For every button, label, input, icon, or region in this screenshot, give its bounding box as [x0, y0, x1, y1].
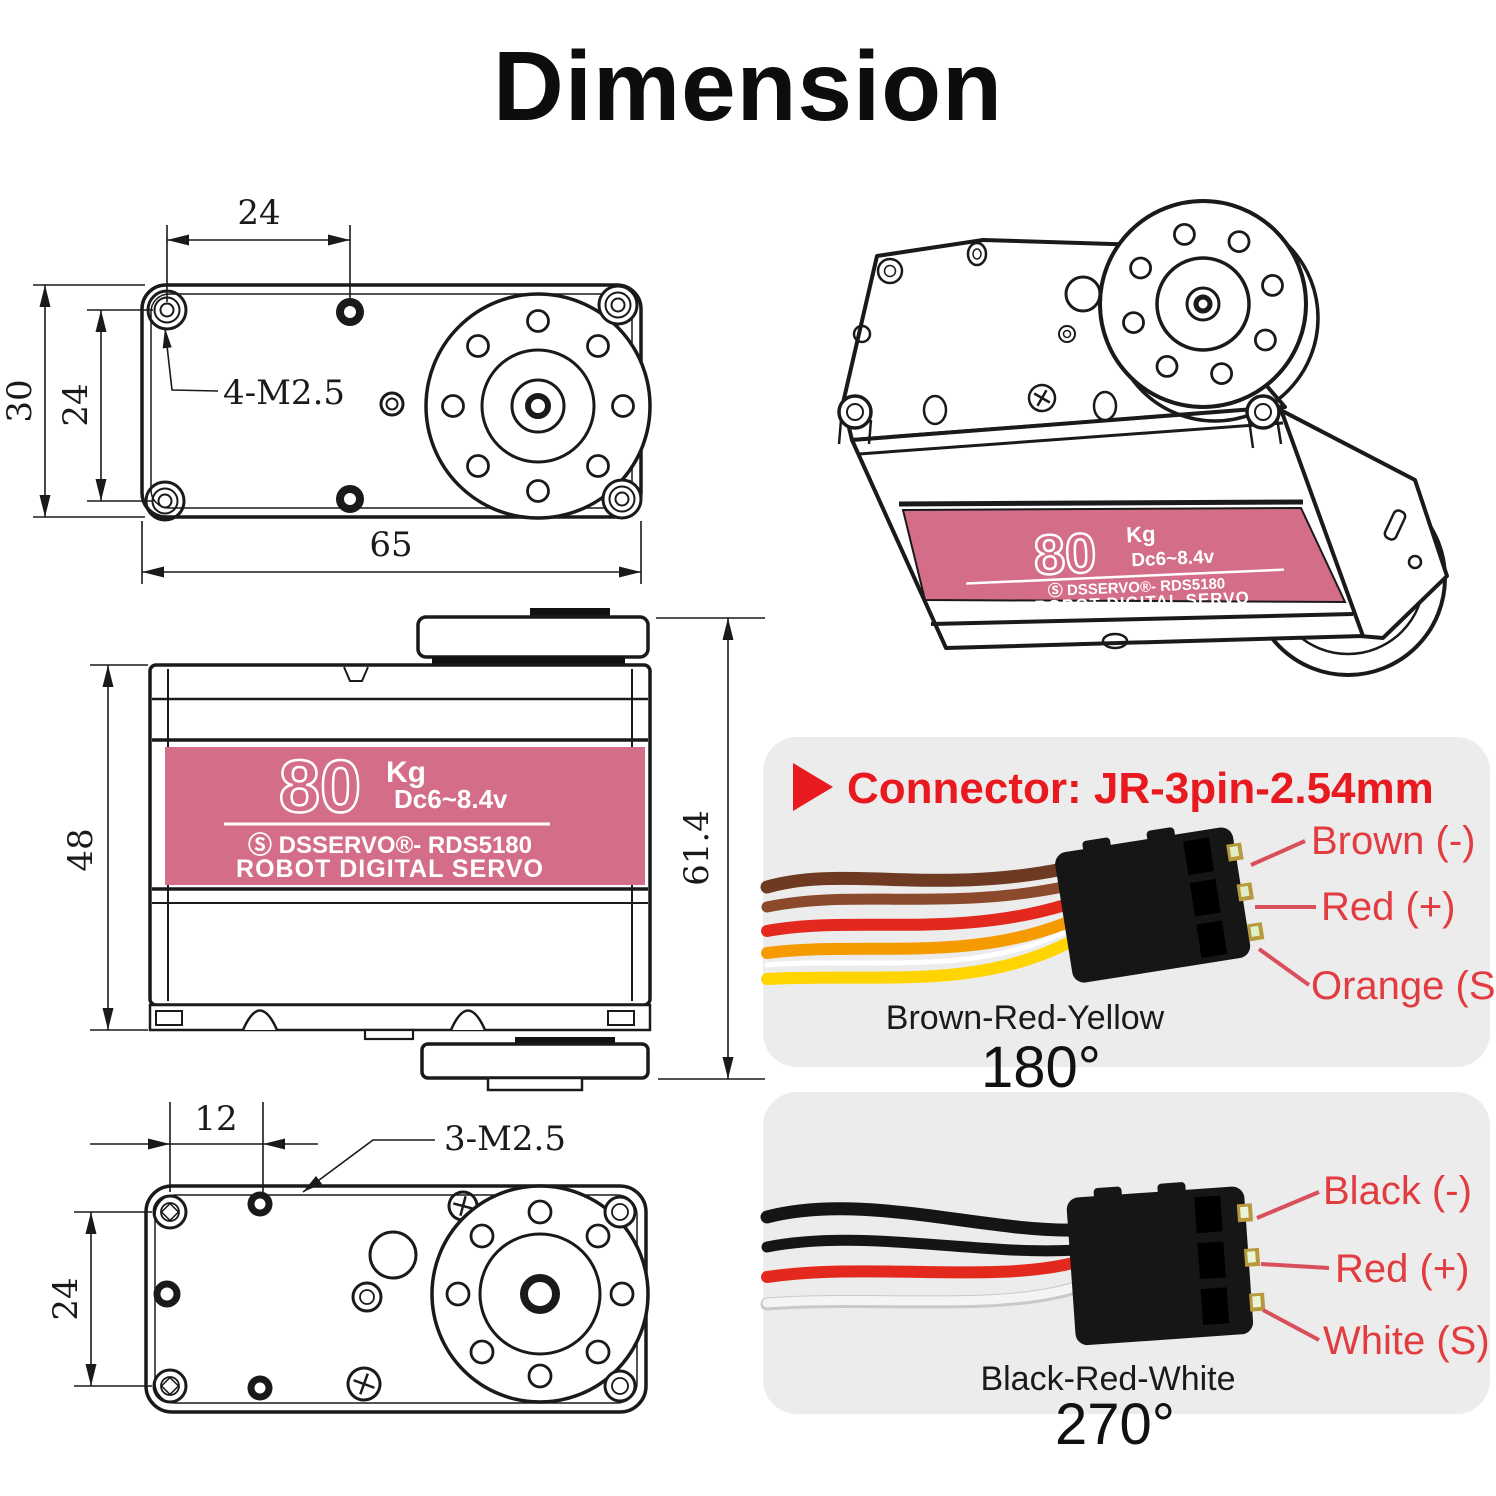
mounting-holes	[144, 289, 405, 522]
thread-callout-4-M2_5: 4-M2.5	[162, 327, 345, 413]
dim-bottom-65: 65	[141, 521, 642, 584]
svg-text:Dc6~8.4v: Dc6~8.4v	[394, 784, 508, 814]
pink-label-side	[165, 747, 645, 885]
dim-12: 12	[90, 1099, 318, 1196]
output-flange-3d	[1098, 199, 1320, 423]
output-flange-bottom	[430, 1184, 650, 1404]
wire-order-caption-270: Black-Red-White	[980, 1360, 1235, 1398]
pin-label-brown: Brown (-)	[1311, 819, 1475, 863]
svg-text:24: 24	[56, 383, 96, 426]
svg-text:24: 24	[46, 1277, 86, 1320]
svg-text:4-M2.5: 4-M2.5	[223, 373, 345, 413]
pink-label-3d	[901, 506, 1347, 604]
servo-wires-180	[760, 862, 1074, 985]
svg-text:Kg: Kg	[386, 756, 426, 789]
top-face-screws	[852, 241, 1118, 426]
bottom-view-drawing: 12 3-M2.5 24	[46, 1099, 650, 1414]
bottom-horn	[148, 1003, 652, 1092]
corner-screws-right	[597, 284, 643, 520]
jr-connector-270	[1066, 1182, 1266, 1346]
svg-text:Ⓢ DSSERVO®- RDS5180: Ⓢ DSSERVO®- RDS5180	[248, 831, 532, 859]
perspective-view-drawing: 80 Kg Dc6~8.4v Ⓢ DSSERVO®- RDS5180 ROBOT…	[837, 199, 1449, 677]
pin-label-orange: Orange (S)	[1311, 964, 1496, 1008]
pin-label-black: Black (-)	[1323, 1169, 1472, 1213]
connector-graphic-180: Connector: JR-3pin-2.54mm	[760, 763, 1496, 1100]
servo-wires-270	[760, 1202, 1083, 1311]
svg-text:ROBOT DIGITAL SERVO: ROBOT DIGITAL SERVO	[236, 855, 544, 883]
side-view-drawing: 80 Kg Dc6~8.4v Ⓢ DSSERVO®- RDS5180 ROBOT…	[61, 608, 765, 1092]
servo-label-3d: 80 Kg Dc6~8.4v Ⓢ DSSERVO®- RDS5180 ROBOT…	[966, 520, 1284, 617]
svg-text:65: 65	[369, 525, 412, 565]
dim-left-30: 30	[0, 284, 145, 518]
angle-label-270: 270°	[1055, 1392, 1175, 1457]
servo-body-side	[148, 663, 652, 1007]
corner-screws-right-bottom	[603, 1195, 637, 1403]
svg-text:24: 24	[237, 193, 280, 233]
wire-order-caption-180: Brown-Red-Yellow	[886, 999, 1165, 1037]
gear-boss	[1064, 275, 1102, 313]
pin-leader-lines-270	[1256, 1190, 1330, 1342]
side-face-slots	[1383, 509, 1423, 570]
pin-label-white: White (S)	[1323, 1319, 1490, 1363]
dim-24-bottom: 24	[46, 1211, 152, 1387]
svg-text:Connector: JR-3pin-2.54mm: Connector: JR-3pin-2.54mm	[847, 764, 1434, 813]
pin-leader-lines-180	[1250, 839, 1316, 987]
svg-text:3-M2.5: 3-M2.5	[444, 1119, 566, 1159]
page-title: Dimension	[493, 31, 1003, 141]
dim-inner-24: 24	[56, 309, 153, 502]
dim-61-4: 61.4	[656, 617, 765, 1080]
section-header: Connector: JR-3pin-2.54mm	[793, 763, 1434, 813]
dim-48: 48	[61, 664, 148, 1031]
dim-top-24: 24	[166, 193, 351, 302]
output-flange	[424, 292, 652, 520]
body-front-face	[850, 405, 1365, 650]
top-view-drawing: 24 30 24 65	[0, 193, 652, 584]
angle-label-180: 180°	[981, 1035, 1101, 1100]
svg-text:80: 80	[279, 745, 361, 828]
red-arrow-icon	[793, 763, 833, 811]
servo-label-side: 80 Kg Dc6~8.4v Ⓢ DSSERVO®- RDS5180 ROBOT…	[224, 744, 550, 883]
svg-text:12: 12	[194, 1099, 237, 1139]
corner-screw-bosses	[837, 394, 1283, 449]
svg-text:61.4: 61.4	[677, 810, 717, 886]
connector-graphic-270: Black (-) Red (+) White (S) Black-Red-Wh…	[760, 1169, 1490, 1457]
svg-text:80: 80	[1032, 521, 1097, 587]
top-horn	[416, 608, 650, 667]
jr-connector-180	[1055, 827, 1265, 983]
svg-text:Dc6~8.4v: Dc6~8.4v	[1131, 547, 1215, 572]
svg-text:30: 30	[0, 379, 40, 422]
thread-callout-3-M2_5: 3-M2.5	[302, 1119, 566, 1193]
svg-text:Kg: Kg	[1126, 521, 1156, 547]
bottom-holes	[152, 1190, 479, 1404]
svg-text:48: 48	[61, 828, 101, 871]
pin-label-red-270: Red (+)	[1335, 1247, 1470, 1291]
pin-label-red-180: Red (+)	[1321, 885, 1456, 929]
